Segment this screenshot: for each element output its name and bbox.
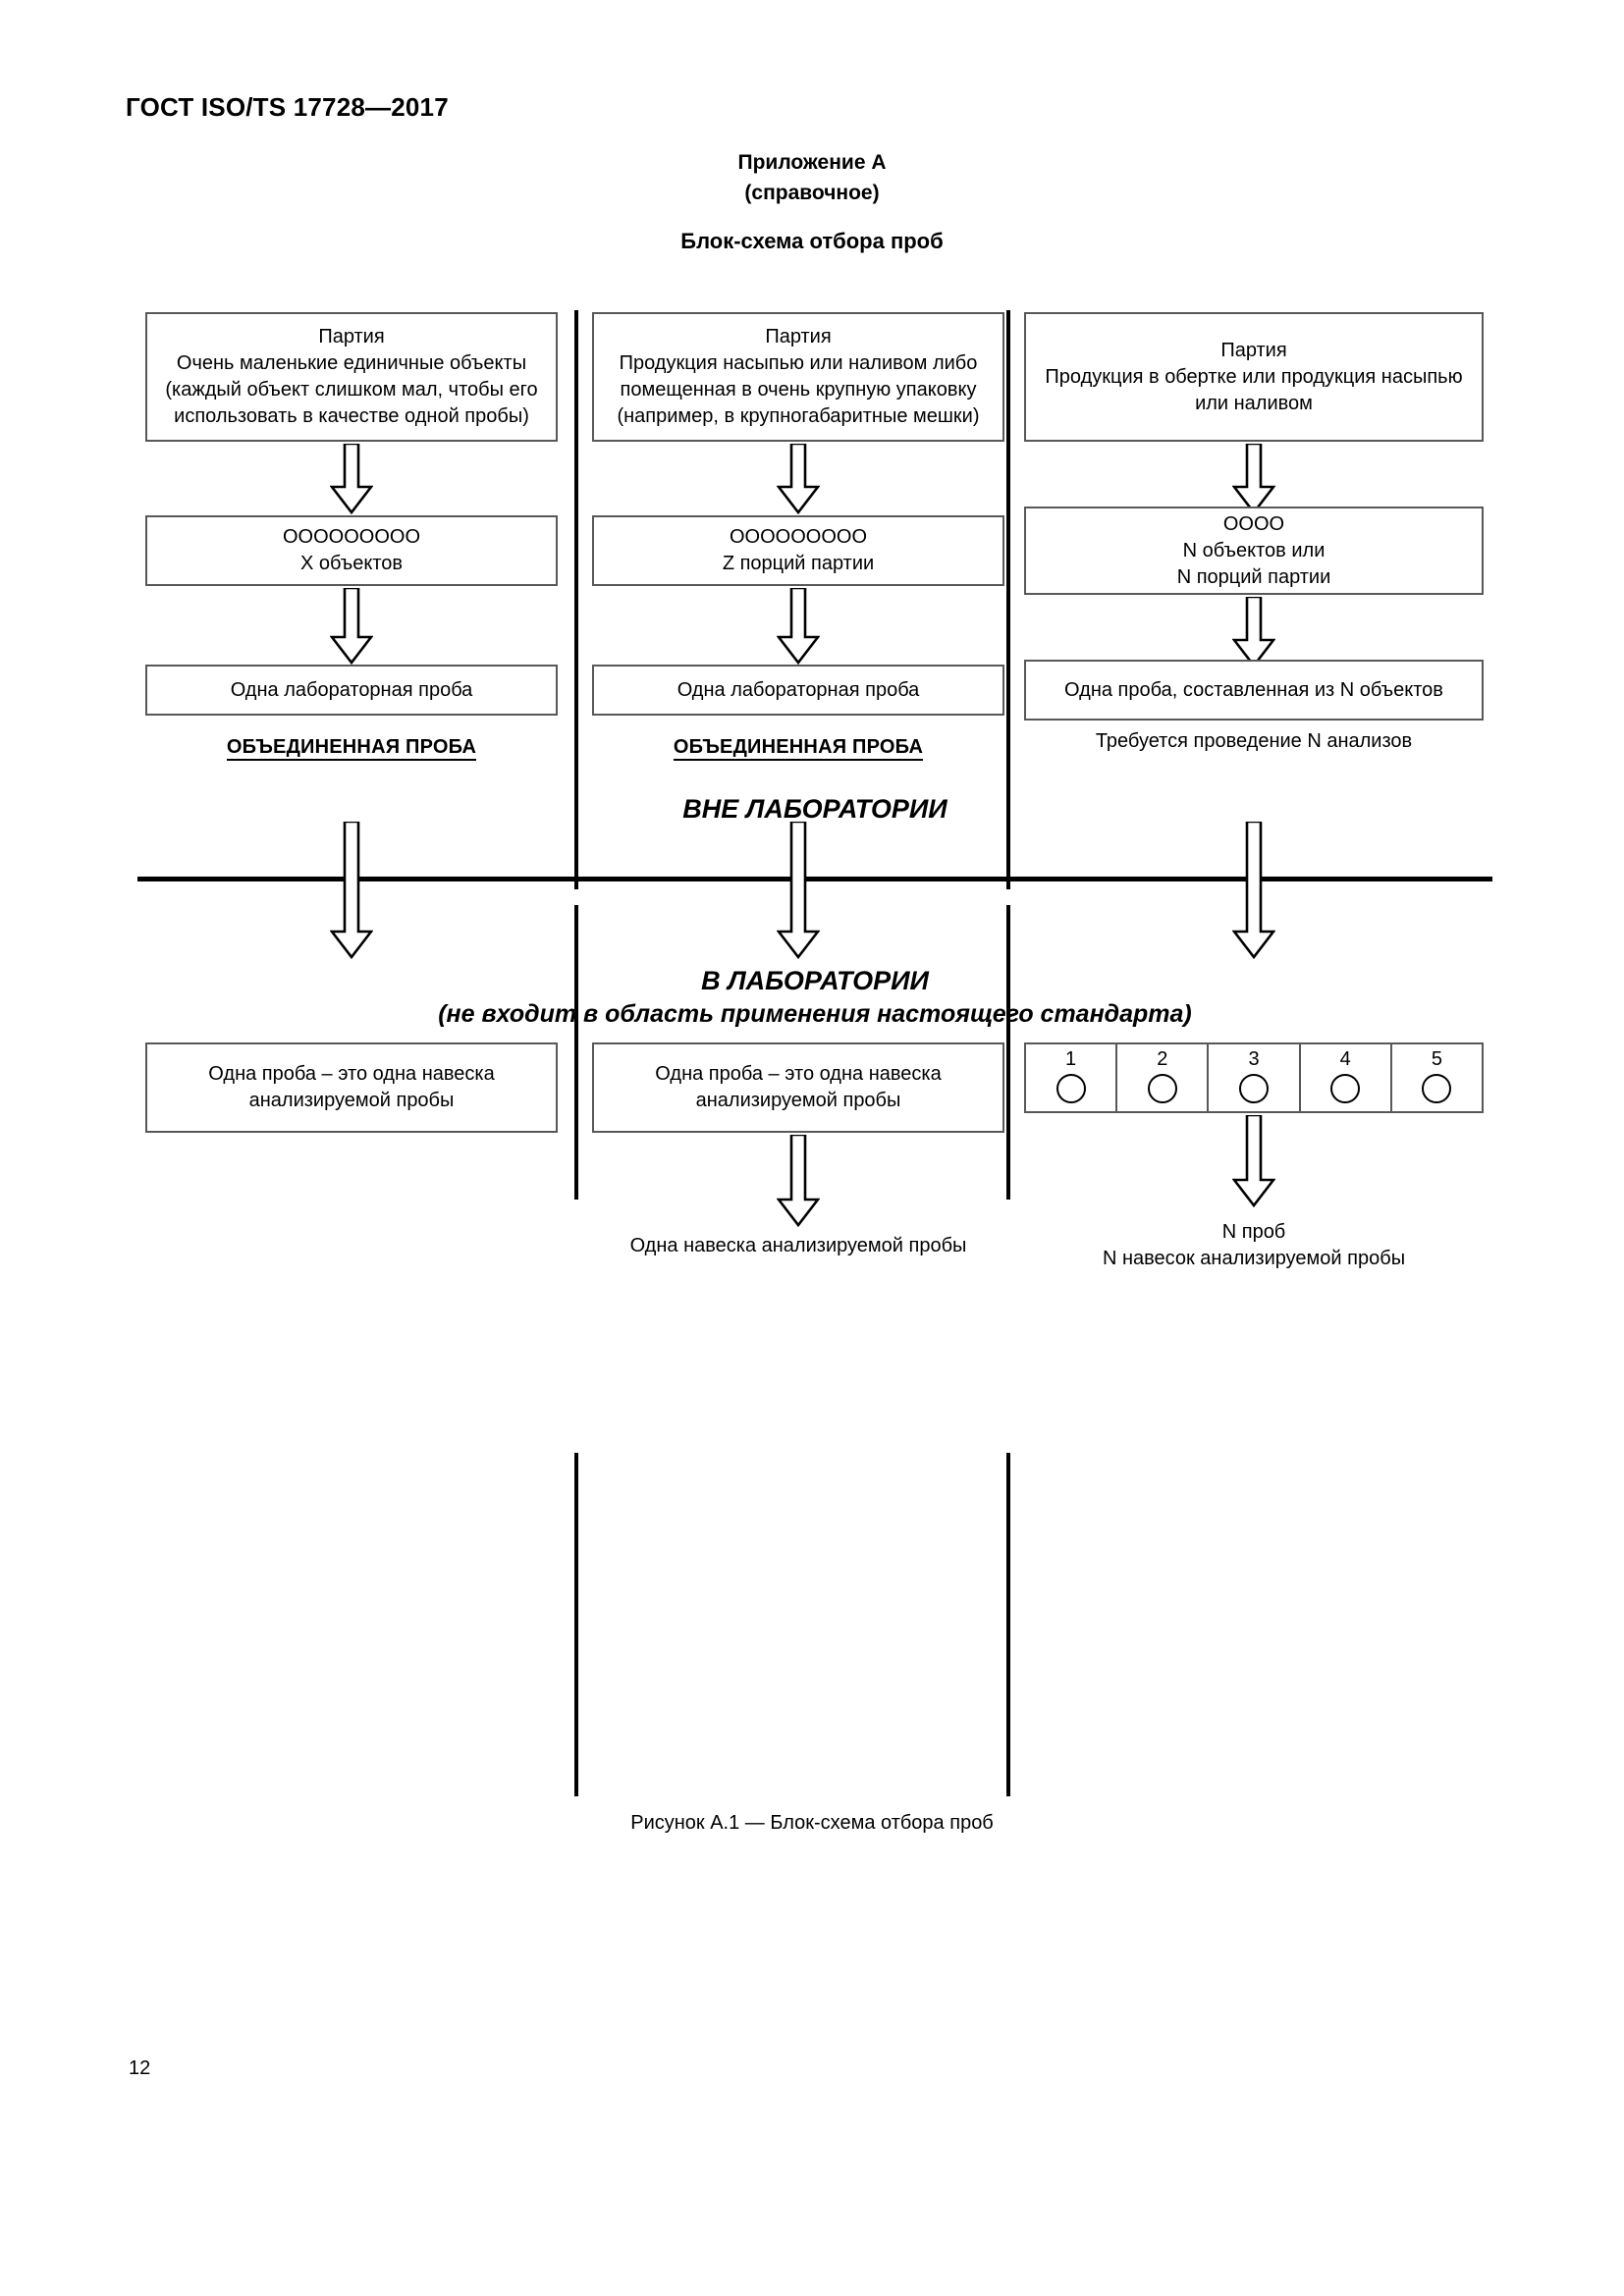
combined-sample-text-1: ОБЪЕДИНЕННАЯ ПРОБА (226, 736, 477, 761)
down-arrow-icon-c3-r1 (1232, 444, 1275, 514)
units-caption-3-line2: N порций партии (1176, 565, 1331, 588)
down-arrow-icon-c3-r2 (1232, 597, 1275, 667)
lot-description-3: Продукция в обертке или продукция насыпь… (1045, 365, 1463, 414)
units-symbols-3: OOOO (1222, 512, 1285, 535)
hollow-circle-icon-1 (1056, 1074, 1086, 1103)
cell-number-1: 1 (1065, 1048, 1077, 1070)
lot-label-2: Партия (765, 326, 832, 347)
units-caption-2: Z порций партии (722, 553, 875, 574)
hollow-circle-icon-5 (1422, 1074, 1452, 1103)
in-lab-text-1: Одна проба – это одна навеска анализируе… (208, 1063, 495, 1111)
numbered-cell-5: 5 (1392, 1044, 1482, 1111)
lab-sample-box-column-1: Одна лабораторная проба (145, 665, 558, 716)
units-box-column-2: OOOOOOOOO Z порций партии (592, 515, 1004, 586)
lab-sample-3: Одна проба, составленная из N объектов (1064, 678, 1443, 701)
lab-sample-1: Одна лабораторная проба (230, 678, 473, 701)
hollow-circle-icon-4 (1330, 1074, 1361, 1103)
column-separator-1b (574, 905, 578, 1200)
hollow-circle-icon-3 (1239, 1074, 1269, 1103)
down-arrow-icon-c1-r2 (330, 588, 373, 665)
numbered-cell-3: 3 (1209, 1044, 1301, 1111)
final-result-column-3: N проб N навесок анализируемой пробы (1024, 1219, 1484, 1272)
down-arrow-icon-c2-r2 (777, 588, 820, 665)
down-arrow-icon-c1-r1 (330, 444, 373, 514)
page-number: 12 (129, 2057, 151, 2079)
numbered-cell-2: 2 (1117, 1044, 1210, 1111)
units-box-column-1: OOOOOOOOO X объектов (145, 515, 558, 586)
in-lab-box-column-1: Одна проба – это одна навеска анализируе… (145, 1042, 558, 1133)
column-separator-2b (1006, 905, 1010, 1200)
in-lab-note: (не входит в область применения настояще… (438, 1000, 1192, 1028)
down-arrow-icon-c2-r1 (777, 444, 820, 514)
lab-sample-box-column-2: Одна лабораторная проба (592, 665, 1004, 716)
lab-divider-line (137, 877, 1492, 881)
column-separator-1c (574, 1453, 578, 1796)
down-arrow-icon-c2-cross (777, 822, 820, 959)
annex-title: Приложение А (737, 151, 887, 174)
final-result-text-2: Одна навеска анализируемой пробы (629, 1235, 967, 1256)
down-arrow-icon-c1-cross (330, 822, 373, 959)
lab-sample-2: Одна лабораторная проба (677, 678, 920, 701)
final-result-text-3-line2: N навесок анализируемой пробы (1102, 1248, 1406, 1269)
scheme-heading: Блок-схема отбора проб (680, 229, 944, 253)
down-arrow-icon-c2-final (777, 1135, 820, 1227)
lot-label-1: Партия (318, 326, 385, 347)
in-lab-text-2: Одна проба – это одна навеска анализируе… (655, 1063, 942, 1111)
units-symbols-1: OOOOOOOOO (282, 526, 420, 548)
final-result-text-3-line1: N проб (1221, 1221, 1286, 1243)
figure-caption: Рисунок А.1 — Блок-схема отбора проб (630, 1812, 994, 1834)
lot-box-column-1: Партия Очень маленькие единичные объекты… (145, 312, 558, 442)
in-lab-caption: В ЛАБОРАТОРИИ (701, 966, 929, 995)
lot-box-column-3: Партия Продукция в обертке или продукция… (1024, 312, 1484, 442)
cell-number-3: 3 (1248, 1048, 1260, 1070)
analyses-note-column-3: Требуется проведение N анализов (1024, 728, 1484, 755)
cell-number-2: 2 (1157, 1048, 1168, 1070)
combined-sample-text-2: ОБЪЕДИНЕННАЯ ПРОБА (673, 736, 924, 761)
cell-number-4: 4 (1339, 1048, 1351, 1070)
hollow-circle-icon-2 (1147, 1074, 1177, 1103)
units-caption-1: X объектов (299, 553, 404, 574)
lot-description-2: Продукция насыпью или наливом либо помещ… (617, 352, 980, 427)
cell-number-5: 5 (1431, 1048, 1442, 1070)
numbered-cell-1: 1 (1026, 1044, 1118, 1111)
in-lab-box-column-2: Одна проба – это одна навеска анализируе… (592, 1042, 1004, 1133)
numbered-cells-row: 1 2 3 4 5 (1024, 1042, 1484, 1113)
column-separator-2c (1006, 1453, 1010, 1796)
column-separator-1 (574, 310, 578, 889)
lot-label-3: Партия (1220, 339, 1287, 361)
lot-box-column-2: Партия Продукция насыпью или наливом либ… (592, 312, 1004, 442)
down-arrow-icon-c3-final (1232, 1115, 1275, 1207)
sampling-flowchart: Партия Очень маленькие единичные объекты… (137, 304, 1492, 1796)
numbered-cell-4: 4 (1301, 1044, 1392, 1111)
down-arrow-icon-c3-cross (1232, 822, 1275, 959)
lab-sample-box-column-3: Одна проба, составленная из N объектов (1024, 660, 1484, 721)
combined-sample-label-2: ОБЪЕДИНЕННАЯ ПРОБА (592, 734, 1004, 761)
analyses-note-text: Требуется проведение N анализов (1095, 730, 1413, 752)
annex-subtitle: (справочное) (744, 182, 880, 204)
units-symbols-2: OOOOOOOOO (729, 526, 867, 548)
final-result-column-2: Одна навеска анализируемой пробы (592, 1233, 1004, 1259)
lot-description-1: Очень маленькие единичные объекты (кажды… (165, 352, 538, 427)
column-separator-2 (1006, 310, 1010, 889)
units-caption-3-line1: N объектов или (1182, 539, 1326, 561)
annex-title-block: Приложение А (справочное) (0, 147, 1624, 208)
units-box-column-3: OOOO N объектов или N порций партии (1024, 507, 1484, 595)
outside-lab-caption: ВНЕ ЛАБОРАТОРИИ (682, 794, 947, 824)
document-header: ГОСТ ISO/TS 17728—2017 (126, 92, 449, 122)
combined-sample-label-1: ОБЪЕДИНЕННАЯ ПРОБА (145, 734, 558, 761)
